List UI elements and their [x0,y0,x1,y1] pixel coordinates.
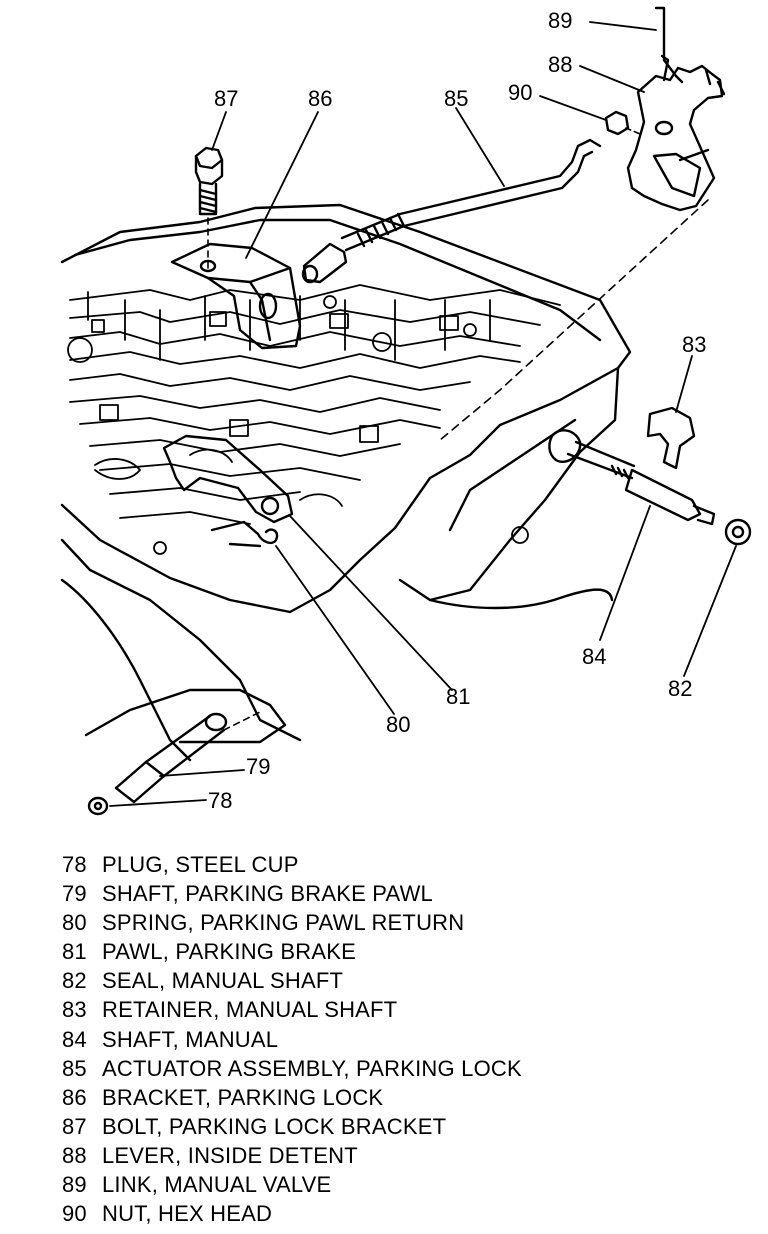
callout-78: 78 [208,788,232,813]
legend-number: 90 [62,1201,87,1227]
legend-number: 89 [62,1172,87,1198]
callout-81: 81 [446,684,470,709]
callout-88: 88 [548,52,572,77]
transmission-case [60,203,632,762]
steel-cup-plug-78 [87,796,109,816]
legend-number: 86 [62,1084,87,1110]
legend-item: 90 NUT, HEX HEAD [62,1199,762,1228]
parking-pawl-return-spring-80 [210,520,279,548]
legend-item: 86 BRACKET, PARKING LOCK [62,1083,762,1112]
callout-82: 82 [668,676,692,701]
legend-item: 81 PAWL, PARKING BRAKE [62,937,762,966]
callout-79: 79 [246,754,270,779]
callout-90: 90 [508,80,532,105]
legend-number: 88 [62,1142,87,1168]
legend-number: 80 [62,910,87,936]
callout-labels: 89 88 90 87 86 85 83 84 82 81 80 79 78 [208,8,706,813]
callout-83: 83 [682,332,706,357]
legend-item: 78 PLUG, STEEL CUP [62,850,762,879]
callout-87: 87 [214,86,238,111]
manual-shaft-retainer-83 [646,406,696,470]
legend-name: SEAL, MANUAL SHAFT [102,968,344,994]
legend-name: PAWL, PARKING BRAKE [102,939,357,965]
legend-name: ACTUATOR ASSEMBLY, PARKING LOCK [102,1055,522,1081]
legend-name: RETAINER, MANUAL SHAFT [102,997,398,1023]
legend-name: PLUG, STEEL CUP [102,852,299,877]
manual-valve-link-89 [654,6,684,84]
manual-shaft-84 [548,429,716,526]
hex-nut-90 [604,110,641,136]
legend-number: 81 [62,939,87,965]
legend-item: 89 LINK, MANUAL VALVE [62,1170,762,1199]
callout-85: 85 [444,86,468,111]
legend-name: SHAFT, PARKING BRAKE PAWL [102,881,433,907]
parking-brake-pawl-81 [162,434,294,524]
leader-lines [109,21,737,807]
parking-brake-pawl-shaft-79 [114,711,261,804]
legend-item: 82 SEAL, MANUAL SHAFT [62,966,762,995]
legend-item: 88 LEVER, INSIDE DETENT [62,1141,762,1170]
legend-number: 85 [62,1055,87,1081]
manual-shaft-seal-82 [724,518,752,546]
callout-86: 86 [308,86,332,111]
legend-item: 87 BOLT, PARKING LOCK BRACKET [62,1112,762,1141]
legend-number: 82 [62,968,87,994]
legend-item: 83 RETAINER, MANUAL SHAFT [62,995,762,1024]
legend-number: 79 [62,881,87,907]
legend-item: 85 ACTUATOR ASSEMBLY, PARKING LOCK [62,1054,762,1083]
legend-name: BOLT, PARKING LOCK BRACKET [102,1113,447,1139]
callout-89: 89 [548,8,572,33]
legend-number: 78 [62,852,87,877]
legend-name: SPRING, PARKING PAWL RETURN [102,910,465,936]
valve-body-passages [67,284,561,555]
callout-80: 80 [386,712,410,737]
bolt-87 [194,146,224,269]
parts-legend: 78 PLUG, STEEL CUP 79 SHAFT, PARKING BRAKE… [62,850,762,1228]
legend-name: SHAFT, MANUAL [102,1026,279,1052]
exploded-view-diagram: 89 88 90 87 86 85 83 84 82 81 80 79 78 [60,6,752,816]
legend-number: 84 [62,1026,87,1052]
legend-name: BRACKET, PARKING LOCK [102,1084,384,1110]
legend-item: 84 SHAFT, MANUAL [62,1025,762,1054]
legend-item: 80 SPRING, PARKING PAWL RETURN [62,908,762,937]
parking-lock-bracket-86 [170,242,302,350]
legend-item: 79 SHAFT, PARKING BRAKE PAWL [62,879,762,908]
legend-number: 87 [62,1113,87,1139]
inside-detent-lever-88 [626,54,726,212]
legend-number: 83 [62,997,87,1023]
legend-name: NUT, HEX HEAD [102,1201,273,1227]
callout-84: 84 [582,644,606,669]
legend-name: LEVER, INSIDE DETENT [102,1142,358,1168]
parking-lock-actuator-85 [301,138,602,284]
legend-name: LINK, MANUAL VALVE [102,1172,332,1198]
